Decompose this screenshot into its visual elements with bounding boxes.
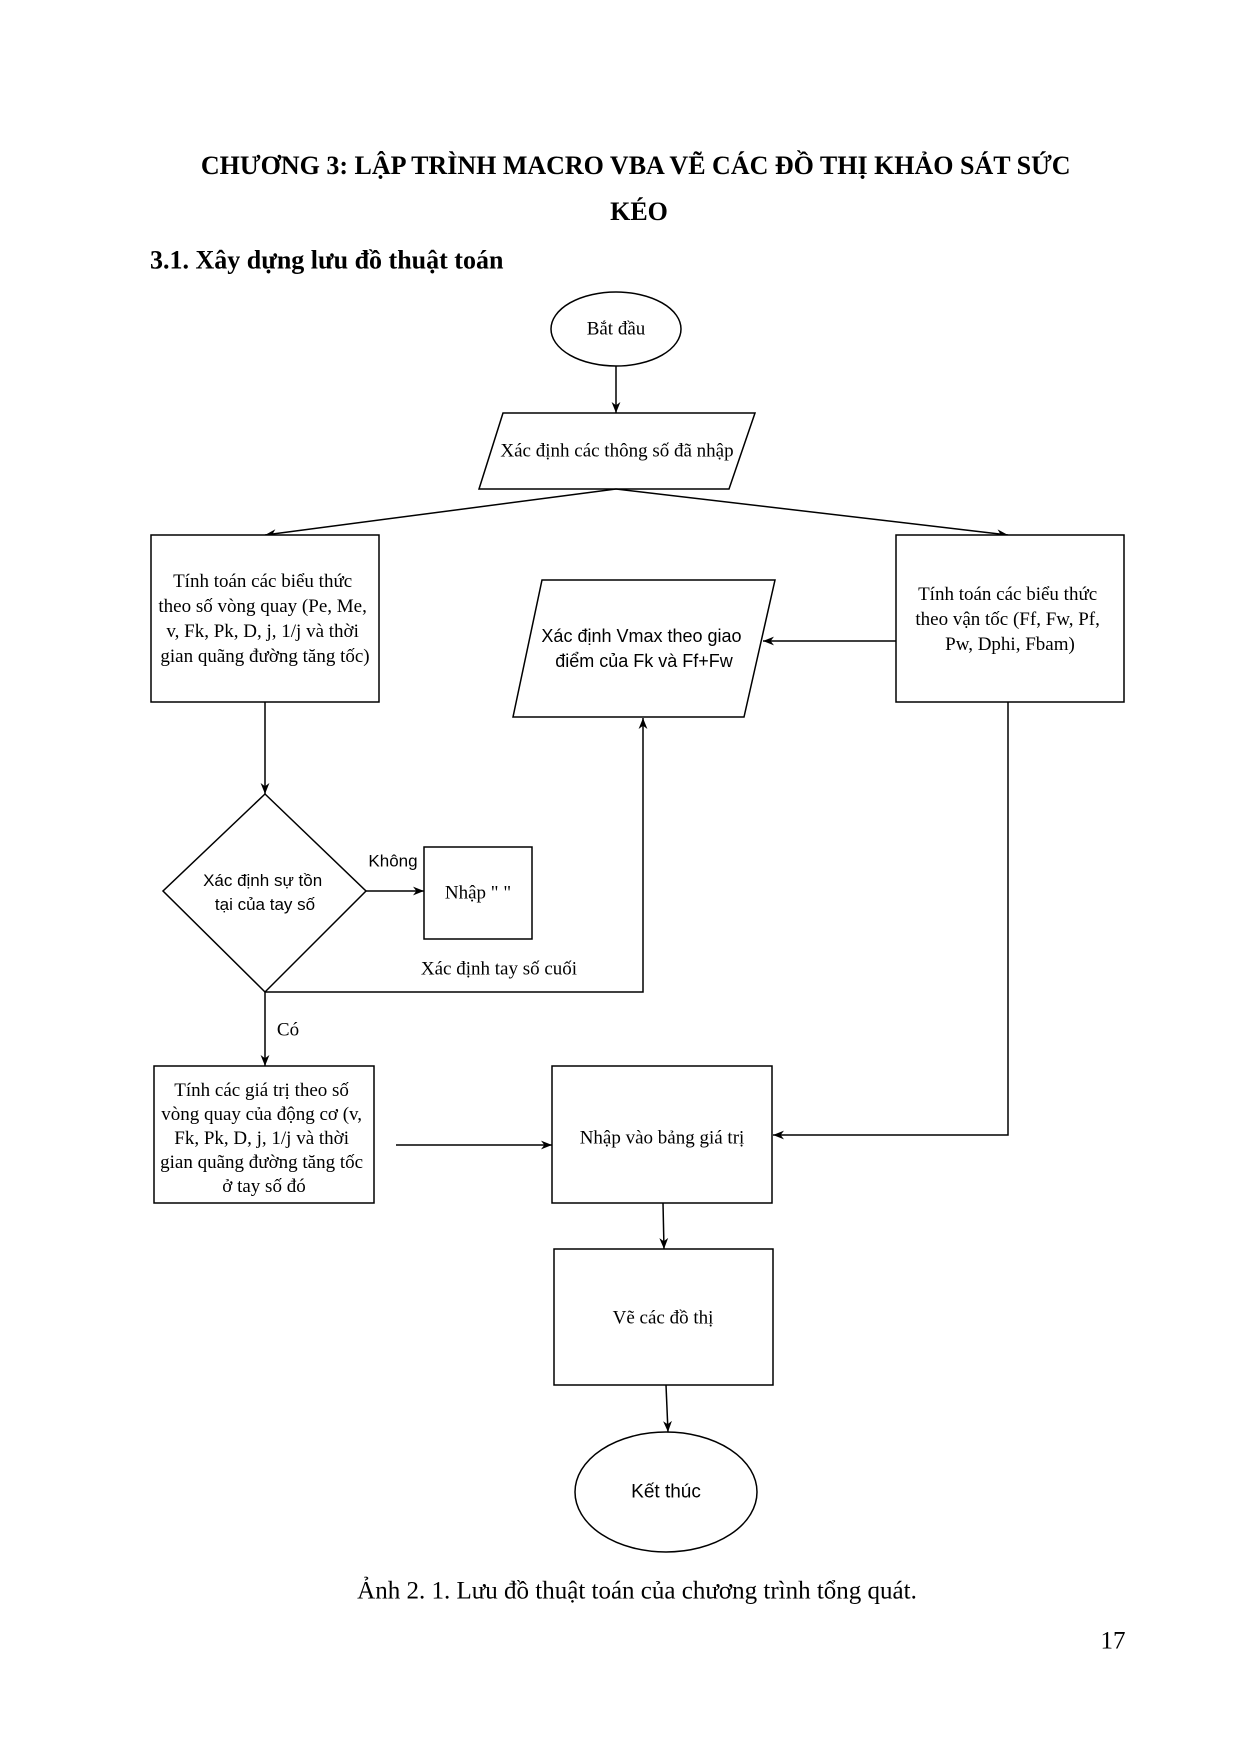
enter-blank-node: Nhập " ": [423, 846, 533, 940]
chapter-title-line: CHƯƠNG 3: LẬP TRÌNH MACRO VBA VẼ CÁC ĐỒ …: [201, 151, 1071, 180]
input-params-node: Xác định các thông số đã nhập: [477, 412, 757, 490]
label-line: theo số vòng quay (Pe, Me,: [158, 596, 366, 617]
draw-charts-label: Vẽ các đồ thị: [613, 1308, 714, 1329]
label-line: gian quãng đường tăng tốc: [160, 1152, 363, 1173]
start-label: Bắt đầu: [587, 319, 646, 340]
decision-label: Xác định sự tồn tại của tay số: [203, 871, 327, 914]
label-line: Xác định Vmax theo giao: [541, 626, 741, 646]
find-vmax-parallelogram: [512, 579, 776, 718]
label-line: Tính các giá trị theo số: [174, 1080, 349, 1101]
branch-yes-label: Có: [277, 1020, 299, 1041]
per-gear-calc-box: [153, 1065, 375, 1204]
arrow-table-to-draw: [659, 1202, 669, 1250]
velocity-calc-label: Tính toán các biểu thức theo vận tốc (Ff…: [915, 584, 1104, 655]
enter-blank-label: Nhập " ": [445, 883, 511, 904]
label-line: ở tay số đó: [222, 1176, 305, 1197]
enter-table-node: Nhập vào bảng giá trị: [551, 1065, 773, 1204]
end-node: Kết thúc: [574, 1431, 758, 1553]
end-ellipse: [574, 1431, 758, 1553]
arrow-input-to-velocity-calc: [615, 488, 1009, 539]
branch-no-label: Không: [368, 852, 417, 871]
find-vmax-label: Xác định Vmax theo giao điểm của Fk và F…: [541, 626, 746, 671]
per-gear-calc-node: Tính các giá trị theo số vòng quay của đ…: [153, 1065, 375, 1204]
enter-table-box: [551, 1065, 773, 1204]
label-line: Tính toán các biểu thức: [918, 584, 1097, 605]
start-node: Bắt đầu: [550, 291, 682, 367]
gear-exists-decision: Xác định sự tồn tại của tay số: [161, 792, 368, 994]
engine-speed-calc-box: [150, 534, 380, 703]
find-vmax-node: Xác định Vmax theo giao điểm của Fk và F…: [512, 579, 776, 718]
label-line: tại của tay số: [215, 895, 316, 914]
enter-blank-box: [423, 846, 533, 940]
page-number: 17: [1101, 1628, 1126, 1655]
velocity-calc-node: Tính toán các biểu thức theo vận tốc (Ff…: [895, 534, 1125, 703]
draw-charts-node: Vẽ các đồ thị: [553, 1248, 774, 1386]
input-params-label: Xác định các thông số đã nhập: [500, 441, 733, 462]
decision-diamond: [161, 792, 368, 994]
input-parallelogram: [477, 412, 757, 490]
label-line: gian quãng đường tăng tốc): [160, 646, 369, 667]
end-label: Kết thúc: [631, 1482, 701, 1503]
engine-speed-calc-node: Tính toán các biểu thức theo số vòng qua…: [150, 534, 380, 703]
section-heading: 3.1. Xây dựng lưu đồ thuật toán: [150, 246, 504, 275]
arrow-velocity-calc-to-table: [773, 702, 1009, 1140]
draw-charts-box: [553, 1248, 774, 1386]
flowchart: Bắt đầu Xác định các thông số đã nhập Tí…: [150, 291, 1125, 1553]
label-line: Tính toán các biểu thức: [173, 571, 352, 592]
arrow-draw-to-end: [663, 1384, 672, 1433]
label-line: vòng quay của động cơ (v,: [161, 1104, 362, 1125]
chapter-title-line: KÉO: [610, 197, 668, 226]
velocity-calc-box: [895, 534, 1125, 703]
engine-speed-calc-label: Tính toán các biểu thức theo số vòng qua…: [158, 571, 371, 667]
branch-last-gear-label: Xác định tay số cuối: [421, 959, 577, 980]
label-line: điểm của Fk và Ff+Fw: [555, 651, 734, 671]
per-gear-calc-label: Tính các giá trị theo số vòng quay của đ…: [160, 1080, 368, 1197]
label-line: Pw, Dphi, Fbam): [945, 634, 1075, 655]
chapter-title: CHƯƠNG 3: LẬP TRÌNH MACRO VBA VẼ CÁC ĐỒ …: [201, 151, 1077, 226]
arrow-last-gear-to-find-vmax: [265, 718, 648, 993]
arrow-input-to-engine-speed-calc: [264, 488, 617, 538]
label-line: Fk, Pk, D, j, 1/j và thời: [174, 1128, 349, 1149]
figure-caption: Ảnh 2. 1. Lưu đồ thuật toán của chương t…: [357, 1577, 917, 1605]
label-line: v, Fk, Pk, D, j, 1/j và thời: [166, 621, 359, 642]
label-line: theo vận tốc (Ff, Fw, Pf,: [915, 609, 1100, 630]
enter-table-label: Nhập vào bảng giá trị: [580, 1128, 745, 1149]
label-line: Xác định sự tồn: [203, 871, 322, 890]
